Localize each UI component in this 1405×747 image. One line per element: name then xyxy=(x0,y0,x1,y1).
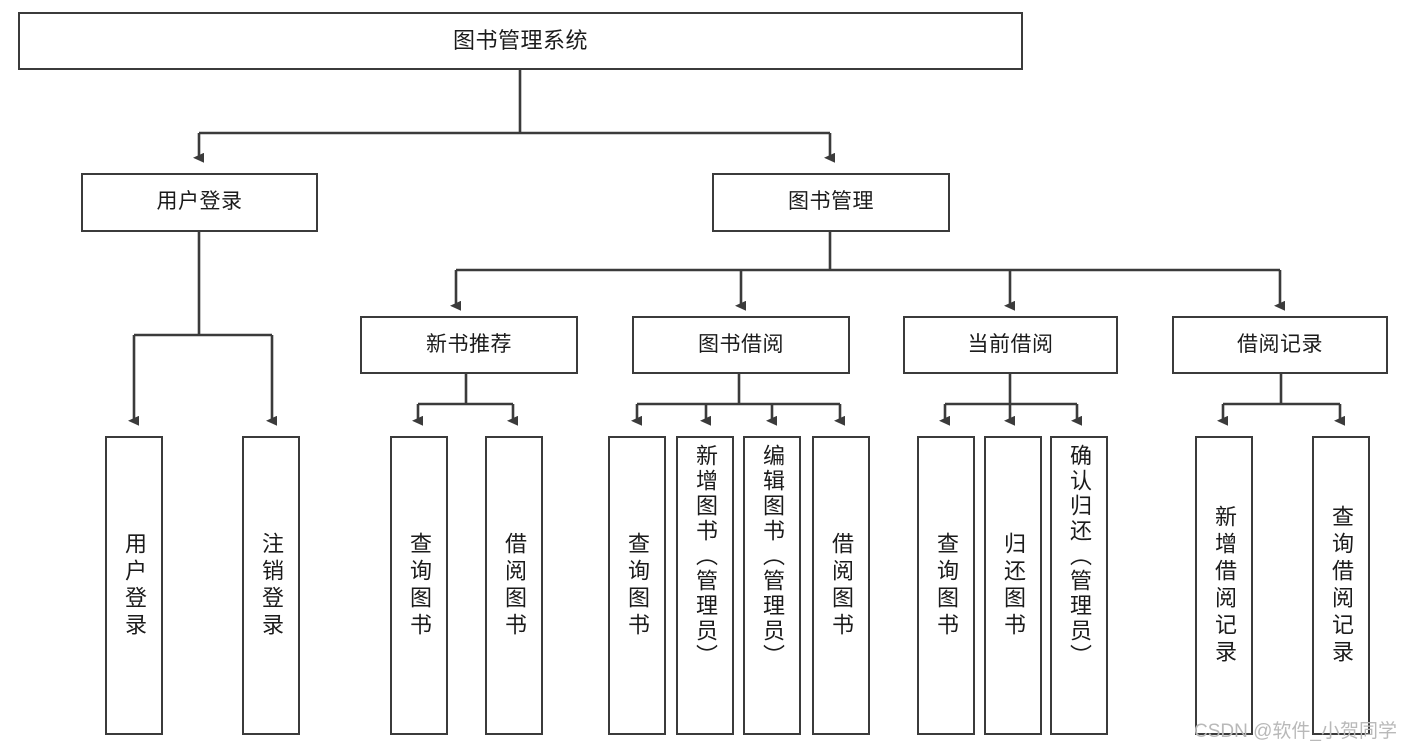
node-label: 借阅图书 xyxy=(502,531,527,640)
node-label: 图书管理 xyxy=(788,190,874,214)
leaf-borrow-borrow-book[interactable]: 借阅图书 xyxy=(812,436,870,735)
leaf-new-book-query[interactable]: 查询图书 xyxy=(390,436,448,735)
leaf-current-return-book[interactable]: 归还图书 xyxy=(984,436,1042,735)
node-label: 新书推荐 xyxy=(426,332,512,356)
node-label: 新增借阅记录 xyxy=(1212,504,1237,667)
node-label: 查询借阅记录 xyxy=(1329,504,1354,667)
node-label: 图书借阅 xyxy=(698,332,784,356)
leaf-user-login-signin[interactable]: 用户登录 xyxy=(105,436,163,735)
leaf-user-login-logout[interactable]: 注销登录 xyxy=(242,436,300,735)
node-label: 查询图书 xyxy=(625,531,650,640)
node-label: 借阅记录 xyxy=(1237,332,1323,356)
node-label: 用户登录 xyxy=(122,531,147,640)
node-label: 编辑图书（管理员） xyxy=(760,444,785,669)
node-borrow-record[interactable]: 借阅记录 xyxy=(1172,316,1388,374)
node-current-borrow[interactable]: 当前借阅 xyxy=(903,316,1118,374)
node-label: 当前借阅 xyxy=(967,332,1054,356)
leaf-borrow-query-book[interactable]: 查询图书 xyxy=(608,436,666,735)
node-book-borrow[interactable]: 图书借阅 xyxy=(632,316,850,374)
node-label: 确认归还（管理员） xyxy=(1067,444,1092,669)
leaf-borrow-edit-book-admin[interactable]: 编辑图书（管理员） xyxy=(743,436,801,735)
node-book-management[interactable]: 图书管理 xyxy=(712,173,950,232)
watermark: CSDN @软件_小贺同学 xyxy=(1194,721,1397,742)
node-label: 归还图书 xyxy=(1001,531,1026,640)
leaf-new-book-borrow[interactable]: 借阅图书 xyxy=(485,436,543,735)
leaf-record-add[interactable]: 新增借阅记录 xyxy=(1195,436,1253,735)
node-label: 新增图书（管理员） xyxy=(693,444,718,669)
node-label: 图书管理系统 xyxy=(452,28,588,54)
node-new-book-recommend[interactable]: 新书推荐 xyxy=(360,316,578,374)
node-label: 注销登录 xyxy=(259,531,284,640)
node-label: 借阅图书 xyxy=(829,531,854,640)
node-user-login[interactable]: 用户登录 xyxy=(81,173,318,232)
node-label: 用户登录 xyxy=(156,190,243,214)
leaf-borrow-add-book-admin[interactable]: 新增图书（管理员） xyxy=(676,436,734,735)
node-label: 查询图书 xyxy=(407,531,432,640)
leaf-current-confirm-return-admin[interactable]: 确认归还（管理员） xyxy=(1050,436,1108,735)
leaf-current-query-book[interactable]: 查询图书 xyxy=(917,436,975,735)
node-root-system[interactable]: 图书管理系统 xyxy=(18,12,1023,70)
leaf-record-query[interactable]: 查询借阅记录 xyxy=(1312,436,1370,735)
node-label: 查询图书 xyxy=(934,531,959,640)
